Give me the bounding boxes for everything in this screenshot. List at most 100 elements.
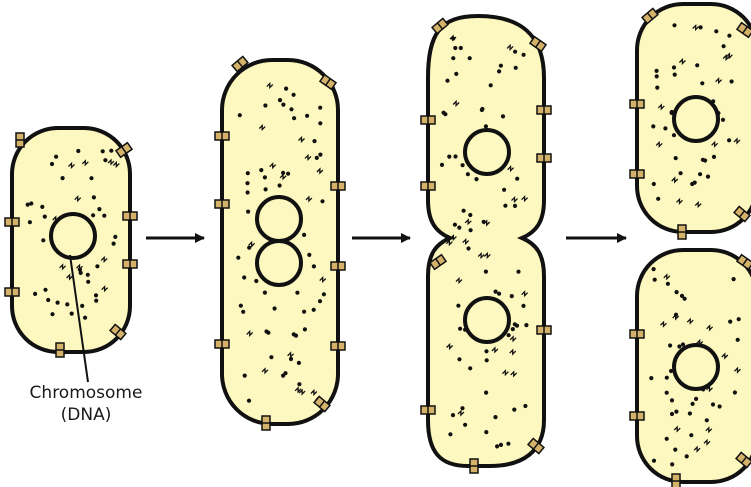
ribosome-dot	[672, 23, 676, 27]
ribosome-dot	[94, 293, 98, 297]
ribosome-dot	[264, 329, 268, 333]
ribosome-dot	[691, 402, 695, 406]
ribosome-dot	[76, 149, 80, 153]
chromosome-circle	[674, 97, 718, 141]
ribosome-dot	[698, 172, 702, 176]
ribosome-dot	[451, 413, 455, 417]
ribosome-dot	[727, 34, 731, 38]
ribosome-dot	[50, 162, 54, 166]
ribosome-dot	[460, 406, 464, 410]
ribosome-dot	[673, 73, 677, 77]
ribosome-dot	[86, 280, 90, 284]
ribosome-dot	[61, 176, 65, 180]
ribosome-dot	[315, 156, 319, 160]
ribosome-dot	[656, 197, 660, 201]
ribosome-dot	[485, 358, 489, 362]
ribosome-dot	[312, 308, 316, 312]
ribosome-dot	[721, 118, 725, 122]
ribosome-dot	[295, 291, 299, 295]
ribosome-dot	[286, 172, 290, 176]
ribosome-dot	[113, 235, 117, 239]
ribosome-dot	[83, 316, 87, 320]
ribosome-dot	[706, 175, 710, 179]
ribosome-dot	[273, 306, 277, 310]
ribosome-dot	[672, 65, 676, 69]
ribosome-dot	[510, 294, 514, 298]
ribosome-dot	[468, 56, 472, 60]
ribosome-dot	[305, 114, 309, 118]
ribosome-dot	[457, 226, 461, 230]
ribosome-dot	[33, 292, 37, 296]
ribosome-dot	[94, 299, 98, 303]
ribosome-dot	[733, 390, 737, 394]
ribosome-dot	[302, 233, 306, 237]
ribosome-dot	[297, 382, 301, 386]
ribosome-dot	[440, 163, 444, 167]
ribosome-dot	[663, 126, 667, 130]
ribosome-dot	[497, 69, 501, 73]
ribosome-dot	[655, 74, 659, 78]
ribosome-dot	[454, 72, 458, 76]
ribosome-dot	[461, 163, 465, 167]
ribosome-dot	[515, 177, 519, 181]
ribosome-dot	[512, 408, 516, 412]
ribosome-dot	[689, 433, 693, 437]
ribosome-dot	[278, 183, 282, 187]
ribosome-dot	[246, 210, 250, 214]
ribosome-dot	[705, 418, 709, 422]
ribosome-dot	[43, 215, 47, 219]
chromosome-circle	[51, 214, 95, 258]
ribosome-dot	[302, 310, 306, 314]
ribosome-dot	[466, 246, 470, 250]
ribosome-dot	[665, 376, 669, 380]
ribosome-dot	[712, 155, 716, 159]
ribosome-dot	[514, 66, 518, 70]
ribosome-dot	[289, 107, 293, 111]
ribosome-dot	[112, 242, 116, 246]
ribosome-dot	[690, 182, 694, 186]
ribosome-dot	[665, 437, 669, 441]
ribosome-dot	[499, 443, 503, 447]
ribosome-dot	[703, 158, 707, 162]
ribosome-dot	[247, 246, 251, 250]
ribosome-dot	[714, 29, 718, 33]
ribosome-dot	[241, 310, 245, 314]
ribosome-dot	[501, 114, 505, 118]
stage-3-cell	[428, 16, 544, 466]
ribosome-dot	[79, 271, 83, 275]
ribosome-dot	[89, 176, 93, 180]
chromosome-circle	[674, 345, 718, 389]
ribosome-dot	[453, 154, 457, 158]
ribosome-dot	[263, 175, 267, 179]
ribosome-dot	[674, 410, 678, 414]
ribosome-dot	[238, 113, 242, 117]
ribosome-dot	[484, 391, 488, 395]
ribosome-dot	[507, 333, 511, 337]
ribosome-dot	[695, 63, 699, 67]
ribosome-dot	[732, 277, 736, 281]
ribosome-dot	[515, 324, 519, 328]
ribosome-dot	[65, 302, 69, 306]
ribosome-dot	[101, 149, 105, 153]
ribosome-dot	[263, 103, 267, 107]
ribosome-dot	[711, 402, 715, 406]
ribosome-dot	[700, 81, 704, 85]
ribosome-dot	[322, 292, 326, 296]
ribosome-dot	[442, 111, 446, 115]
chromosome-circle-top	[465, 130, 509, 174]
ribosome-dot	[652, 459, 656, 463]
ribosome-dot	[92, 195, 96, 199]
ribosome-dot	[516, 270, 520, 274]
stage-4-cell-bottom	[637, 250, 751, 482]
ribosome-dot	[462, 209, 466, 213]
ribosome-dot	[699, 25, 703, 29]
ribosome-dot	[666, 282, 670, 286]
ribosome-dot	[503, 204, 507, 208]
dna-label: (DNA)	[6, 405, 166, 425]
ribosome-dot	[43, 288, 47, 292]
ribosome-dot	[54, 155, 58, 159]
ribosome-dot	[320, 199, 324, 203]
ribosome-dot	[26, 203, 30, 207]
ribosome-dot	[493, 415, 497, 419]
